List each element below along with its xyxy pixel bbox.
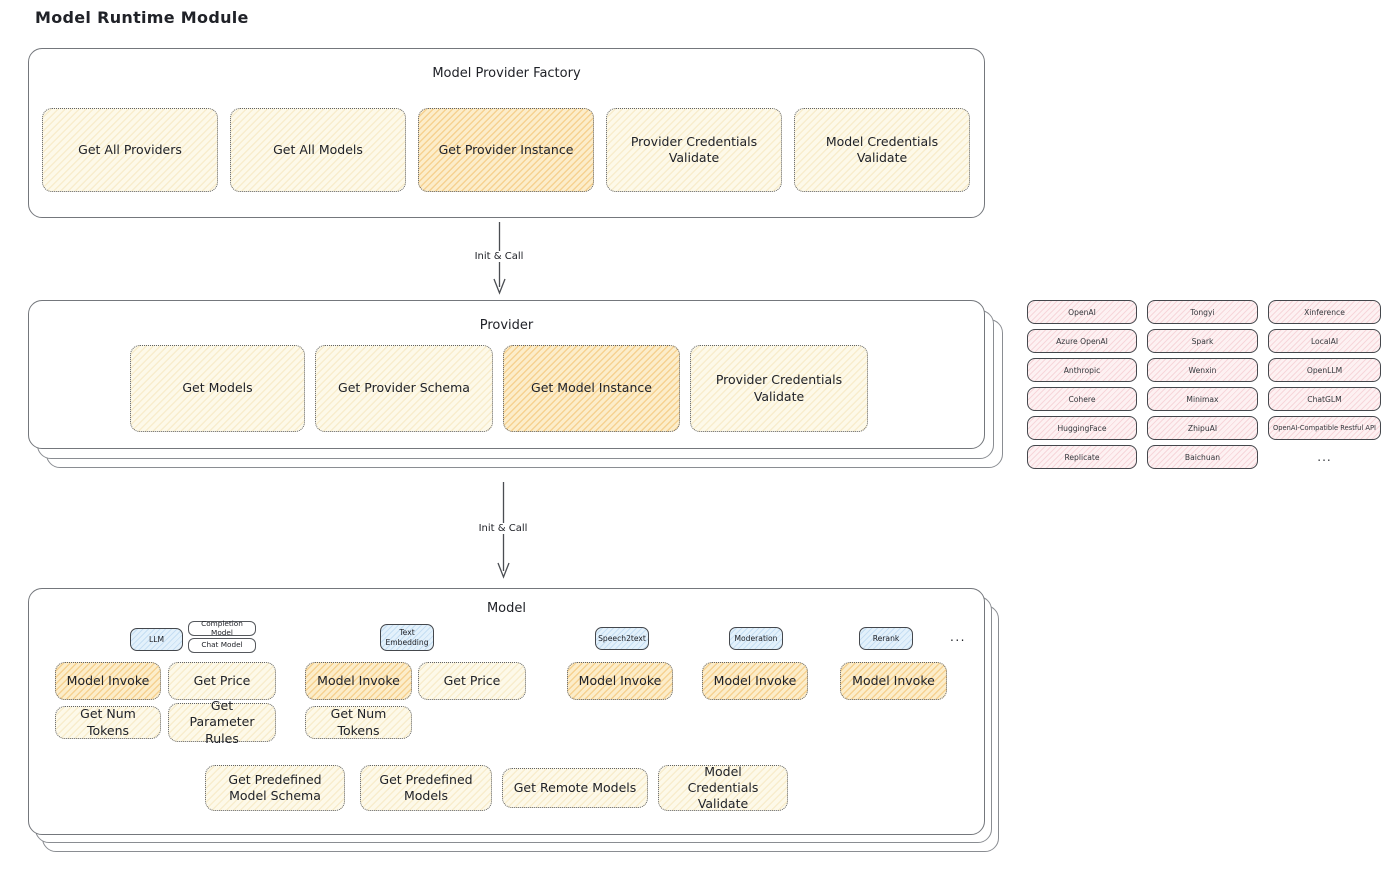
box-get-predefined-models: Get Predefined Models [360,765,492,811]
badge-llm: LLM [130,628,183,651]
provider-chip-huggingface: HuggingFace [1027,416,1137,440]
badge-rerank: Rerank [859,627,913,650]
box-get-price-llm: Get Price [168,662,276,700]
model-types-ellipsis: ... [950,630,966,644]
arrow-label-init-call-1: Init & Call [470,251,528,262]
provider-chip-openllm: OpenLLM [1268,358,1381,382]
provider-chip-openai: OpenAI [1027,300,1137,324]
badge-text-embedding: Text Embedding [380,624,434,651]
provider-chip-xinference: Xinference [1268,300,1381,324]
box-model-invoke-speech2text: Model Invoke [567,662,673,700]
badge-moderation: Moderation [729,627,783,650]
provider-panel-title: Provider [479,318,534,333]
page-title: Model Runtime Module [35,8,249,27]
box-get-remote-models: Get Remote Models [502,768,648,808]
arrow-label-init-call-2: Init & Call [474,523,532,534]
provider-chip-cohere: Cohere [1027,387,1137,411]
box-provider-credentials-validate-2: Provider Credentials Validate [690,345,868,432]
box-get-all-models: Get All Models [230,108,406,192]
badge-speech2text: Speech2text [595,627,649,650]
box-provider-credentials-validate: Provider Credentials Validate [606,108,782,192]
provider-chip-localai: LocalAI [1268,329,1381,353]
badge-chat-model: Chat Model [188,638,256,653]
box-get-model-instance: Get Model Instance [503,345,680,432]
provider-chip-tongyi: Tongyi [1147,300,1258,324]
provider-chip-minimax: Minimax [1147,387,1258,411]
provider-chip-baichuan: Baichuan [1147,445,1258,469]
badge-completion-model: Completion Model [188,619,256,636]
factory-panel-title: Model Provider Factory [432,66,581,81]
box-get-models: Get Models [130,345,305,432]
box-get-parameter-rules: Get Parameter Rules [168,698,276,746]
provider-chip-anthropic: Anthropic [1027,358,1137,382]
provider-list-ellipsis: ... [1317,450,1332,464]
box-get-num-tokens-llm: Get Num Tokens [55,706,161,739]
box-get-all-providers: Get All Providers [42,108,218,192]
provider-chip-wenxin: Wenxin [1147,358,1258,382]
box-get-provider-instance: Get Provider Instance [418,108,594,192]
box-model-credentials-validate: Model Credentials Validate [794,108,970,192]
box-model-invoke-llm: Model Invoke [55,662,161,700]
box-model-invoke-text-embedding: Model Invoke [305,662,412,700]
box-get-predefined-model-schema: Get Predefined Model Schema [205,765,345,811]
provider-chip-chatglm: ChatGLM [1268,387,1381,411]
provider-chip-openai-compatible-restful-api: OpenAI-Compatible Restful API [1268,416,1381,440]
provider-chip-azure-openai: Azure OpenAI [1027,329,1137,353]
box-get-num-tokens-text-embedding: Get Num Tokens [305,706,412,739]
provider-list-grid: OpenAI Tongyi Xinference Azure OpenAI Sp… [1027,300,1381,469]
box-get-price-text-embedding: Get Price [418,662,526,700]
box-model-invoke-moderation: Model Invoke [702,662,808,700]
box-model-credentials-validate-2: Model Credentials Validate [658,764,788,811]
box-model-invoke-rerank: Model Invoke [840,662,947,700]
provider-chip-zhipuai: ZhipuAI [1147,416,1258,440]
provider-chip-spark: Spark [1147,329,1258,353]
provider-chip-replicate: Replicate [1027,445,1137,469]
model-panel-title: Model [486,601,527,616]
box-get-provider-schema: Get Provider Schema [315,345,493,432]
